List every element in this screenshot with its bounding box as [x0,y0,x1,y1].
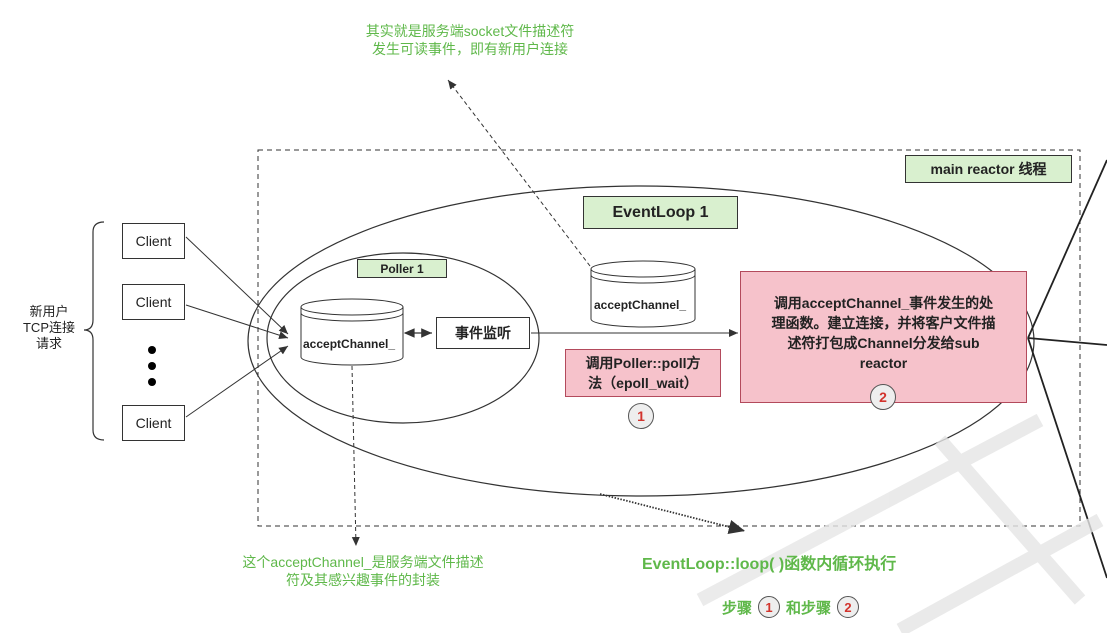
handler-line-3: 述符打包成Channel分发给sub [787,335,980,351]
ellipsis-dot [148,346,156,354]
request-brace [83,221,105,441]
handler-line-1: 调用acceptChannel_事件发生的处 [773,295,994,311]
sub-reactor-line-3 [1027,337,1107,579]
bottom-annotation-line-2: 符及其感兴趣事件的封装 [286,572,440,588]
client-label: Client [135,233,172,249]
loop-label: EventLoop::loop( )函数内循环执行 [642,556,897,573]
steps-num-2: 2 [844,599,852,615]
eventloop-ellipse [247,185,1035,497]
top-annotation: 其实就是服务端socket文件描述符 发生可读事件，即有新用户连接 [330,22,610,58]
steps-num-1: 1 [765,599,773,615]
poll-call-line-1: 调用Poller::poll方 [585,355,701,371]
client-box-1: Client [122,223,185,259]
client-box-2: Client [122,284,185,320]
step-1-text: 1 [637,408,645,424]
client-arrow-1 [185,236,289,335]
handler-line-2: 理函数。建立连接，并将客户文件描 [771,315,996,331]
steps-label: 步骤 1 和步骤 2 [722,596,860,618]
steps-num-1-badge: 1 [758,596,781,618]
request-line-3: 请求 [35,336,62,351]
step-2-badge: 2 [870,384,896,410]
client-arrow-3 [185,345,289,418]
main-reactor-label: main reactor 线程 [905,155,1072,183]
top-annotation-line-2: 发生可读事件，即有新用户连接 [372,41,568,57]
poller-ellipse [266,252,540,424]
client-label: Client [135,415,172,431]
client-label: Client [135,294,172,310]
accept-channel-left-label: acceptChannel_ [303,337,396,351]
poll-call-line-2: 法（epoll_wait） [588,375,698,391]
poller-label: Poller 1 [357,259,447,278]
poll-call-box: 调用Poller::poll方 法（epoll_wait） [565,349,721,397]
main-reactor-label-text: main reactor 线程 [930,161,1047,177]
request-line-2: TCP连接 [22,320,75,335]
eventloop-label-text: EventLoop 1 [612,203,709,221]
ellipsis-dot [148,362,156,370]
accept-channel-mid-label: acceptChannel_ [594,298,687,312]
event-listen-box: 事件监听 [436,317,530,349]
watermark [696,413,1104,633]
steps-label-b: 和步骤 [786,599,832,617]
eventloop-label: EventLoop 1 [583,196,738,229]
bottom-annotation: 这个acceptChannel_是服务端文件描述 符及其感兴趣事件的封装 [218,553,508,589]
request-line-1: 新用户 [29,304,69,319]
steps-label-a: 步骤 [722,599,753,617]
accept-channel-cylinder-left [300,298,404,366]
bottom-annotation-arrow [351,365,360,547]
loop-arrow [599,493,746,534]
top-annotation-arrow [447,79,591,267]
handler-box: 调用acceptChannel_事件发生的处 理函数。建立连接，并将客户文件描 … [740,271,1027,403]
client-arrow-2 [185,304,289,340]
client-box-3: Client [122,405,185,441]
top-annotation-line-1: 其实就是服务端socket文件描述符 [365,23,575,39]
poller-label-text: Poller 1 [380,261,424,276]
main-reactor-frame [257,149,1081,527]
bottom-annotation-line-1: 这个acceptChannel_是服务端文件描述 [242,554,484,570]
sub-reactor-line-2 [1027,337,1107,346]
sub-reactor-line-1 [1027,159,1107,339]
step-1-badge: 1 [628,403,654,429]
accept-channel-cylinder-mid [590,260,696,328]
new-user-request-label: 新用户 TCP连接 请求 [10,304,88,352]
ellipsis-dot [148,378,156,386]
event-listen-text: 事件监听 [455,325,511,341]
handler-line-4: reactor [859,355,908,371]
steps-num-2-badge: 2 [837,596,860,618]
step-2-text: 2 [879,389,887,405]
